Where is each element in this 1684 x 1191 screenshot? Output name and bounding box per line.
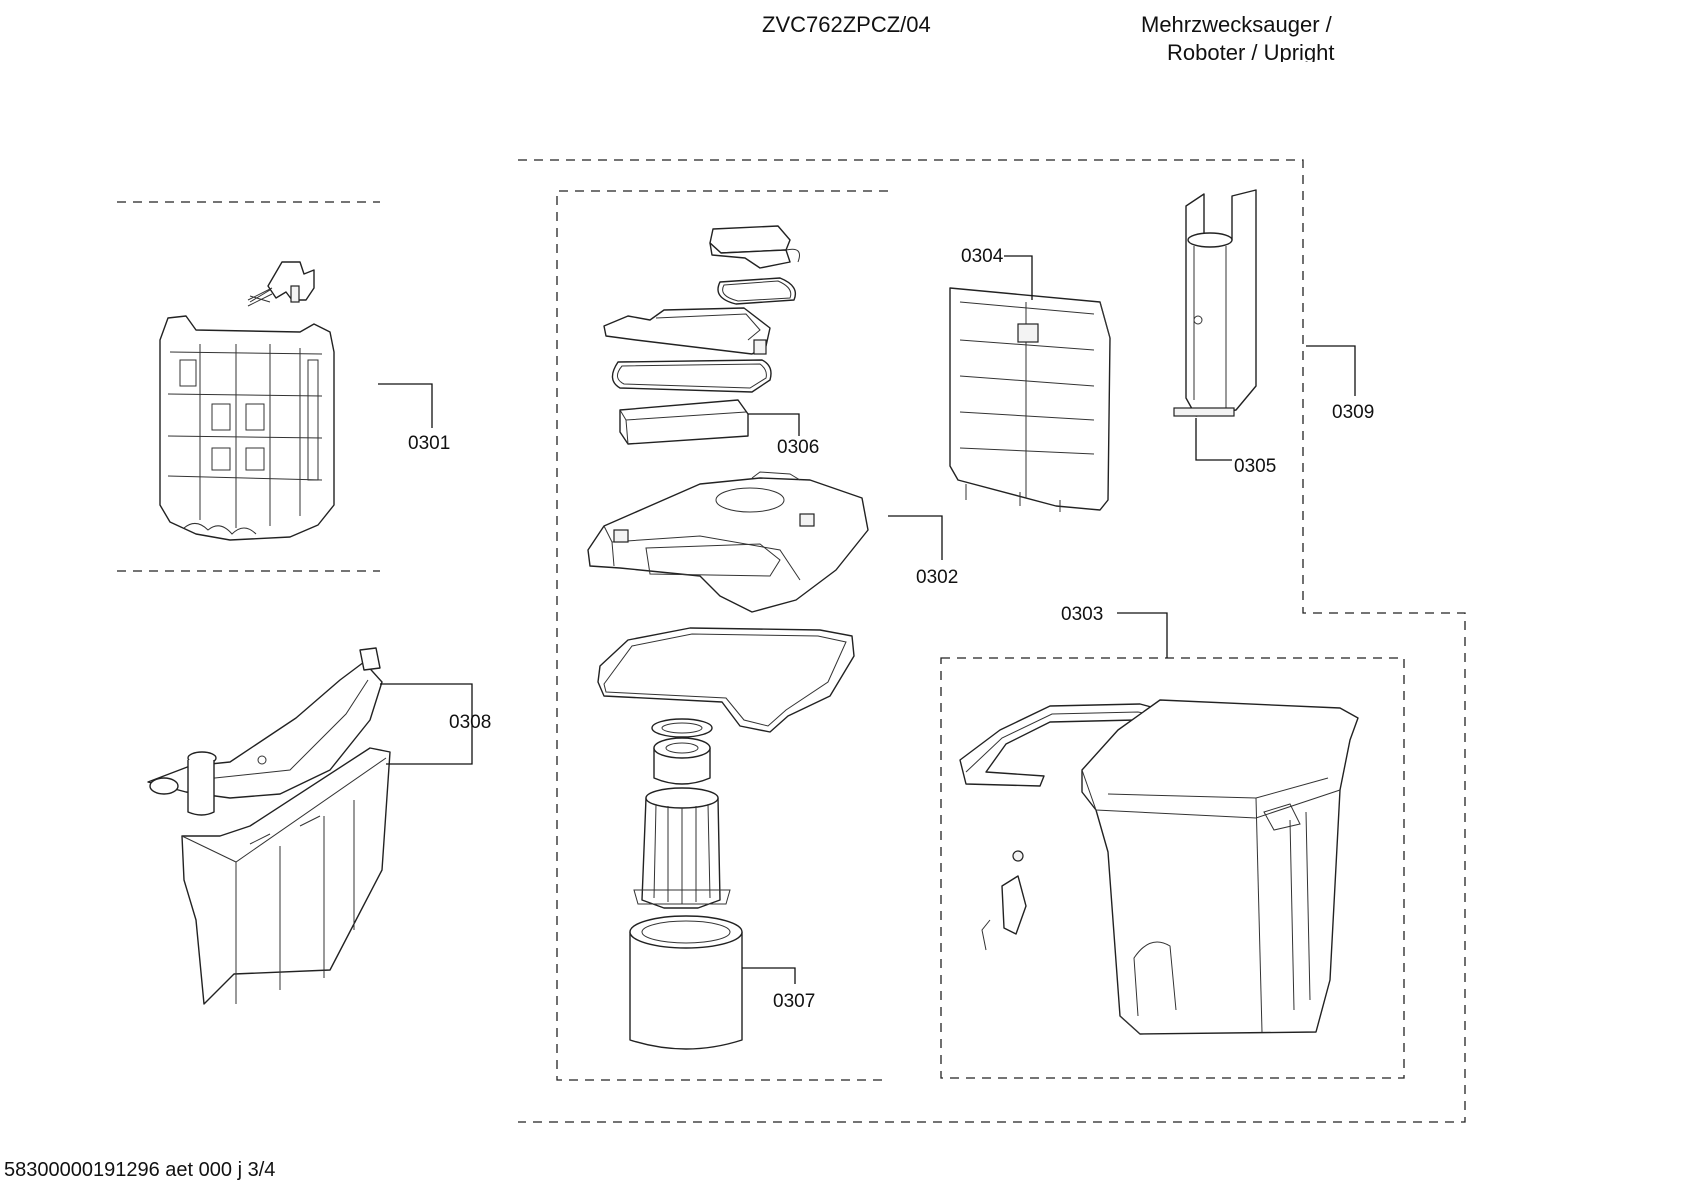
label-0303: 0303 bbox=[1061, 604, 1103, 625]
part-0308-drawing bbox=[147, 647, 391, 1005]
category-line-1: Mehrzwecksauger / bbox=[1141, 12, 1332, 37]
part-0307-drawing bbox=[597, 627, 855, 1050]
label-0308: 0308 bbox=[449, 712, 491, 733]
leader-lines bbox=[378, 255, 1356, 984]
part-0302-drawing bbox=[587, 471, 869, 613]
part-0303-drawing bbox=[959, 699, 1359, 1035]
part-0306-drawing bbox=[603, 225, 800, 445]
part-0301-drawing bbox=[159, 261, 335, 541]
part-0305-drawing bbox=[1173, 189, 1257, 417]
model-number: ZVC762ZPCZ/04 bbox=[762, 12, 931, 37]
part-0304-drawing bbox=[949, 287, 1111, 512]
label-0309: 0309 bbox=[1332, 402, 1374, 423]
category-line-2: Roboter / Upright bbox=[1167, 40, 1335, 62]
document-code: 58300000191296 aet 000 j 3/4 bbox=[4, 1159, 276, 1181]
label-0302: 0302 bbox=[916, 567, 958, 588]
group-frames bbox=[117, 159, 1466, 1123]
label-0305: 0305 bbox=[1234, 456, 1276, 477]
label-0306: 0306 bbox=[777, 437, 819, 458]
label-0301: 0301 bbox=[408, 433, 450, 454]
label-0304: 0304 bbox=[961, 246, 1004, 267]
label-0307: 0307 bbox=[773, 991, 815, 1012]
